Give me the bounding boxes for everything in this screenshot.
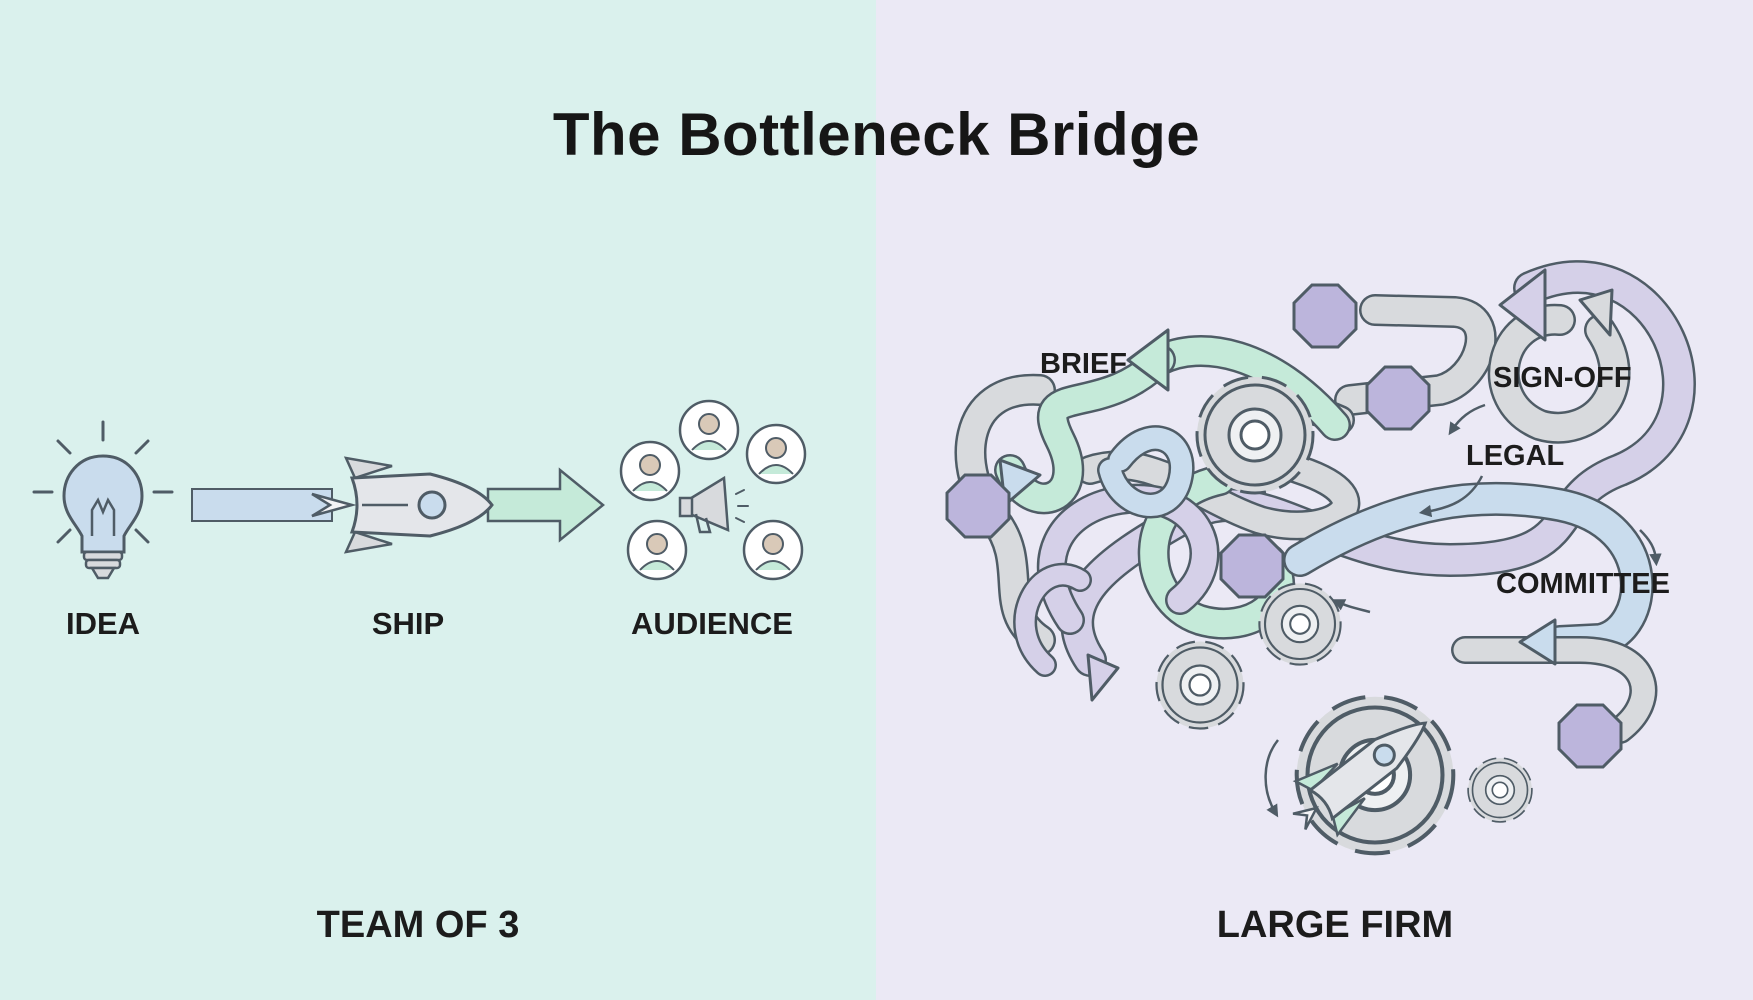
tag-legal: LEGAL <box>1466 440 1565 472</box>
lightbulb-icon <box>32 420 174 580</box>
group-label-firm: LARGE FIRM <box>1216 904 1454 946</box>
person-icon <box>626 519 688 581</box>
audience-cluster <box>619 399 807 581</box>
person-icon <box>742 519 804 581</box>
page-title: The Bottleneck Bridge <box>552 101 1201 168</box>
octagon-icon <box>945 473 1011 539</box>
group-label-team: TEAM OF 3 <box>316 904 520 946</box>
tag-brief: BRIEF <box>1040 348 1127 380</box>
rocket-icon <box>311 456 494 554</box>
tag-sign-off: SIGN-OFF <box>1493 362 1632 394</box>
person-icon <box>745 423 807 485</box>
tag-committee: COMMITTEE <box>1496 568 1670 600</box>
tangle-ribbons <box>954 260 1696 744</box>
gear-icon <box>1155 640 1245 730</box>
gear-icon <box>1258 582 1342 666</box>
rocket-icon <box>1292 721 1428 838</box>
step-label-audience: AUDIENCE <box>631 606 793 641</box>
step-label-idea: IDEA <box>65 606 141 641</box>
octagon-icon <box>1365 365 1431 431</box>
arrow-icon <box>486 467 605 543</box>
step-label-ship: SHIP <box>371 606 445 641</box>
person-icon <box>678 399 740 461</box>
octagon-icon <box>1292 283 1358 349</box>
thin-arrows <box>1264 403 1662 818</box>
gear-icon <box>1467 757 1533 823</box>
gear-icon <box>1195 375 1315 495</box>
octagon-icon <box>1557 703 1623 769</box>
person-icon <box>619 440 681 502</box>
octagon-icon <box>1219 533 1285 599</box>
megaphone-icon <box>678 475 749 534</box>
ribbon-arrowheads <box>998 268 1614 702</box>
